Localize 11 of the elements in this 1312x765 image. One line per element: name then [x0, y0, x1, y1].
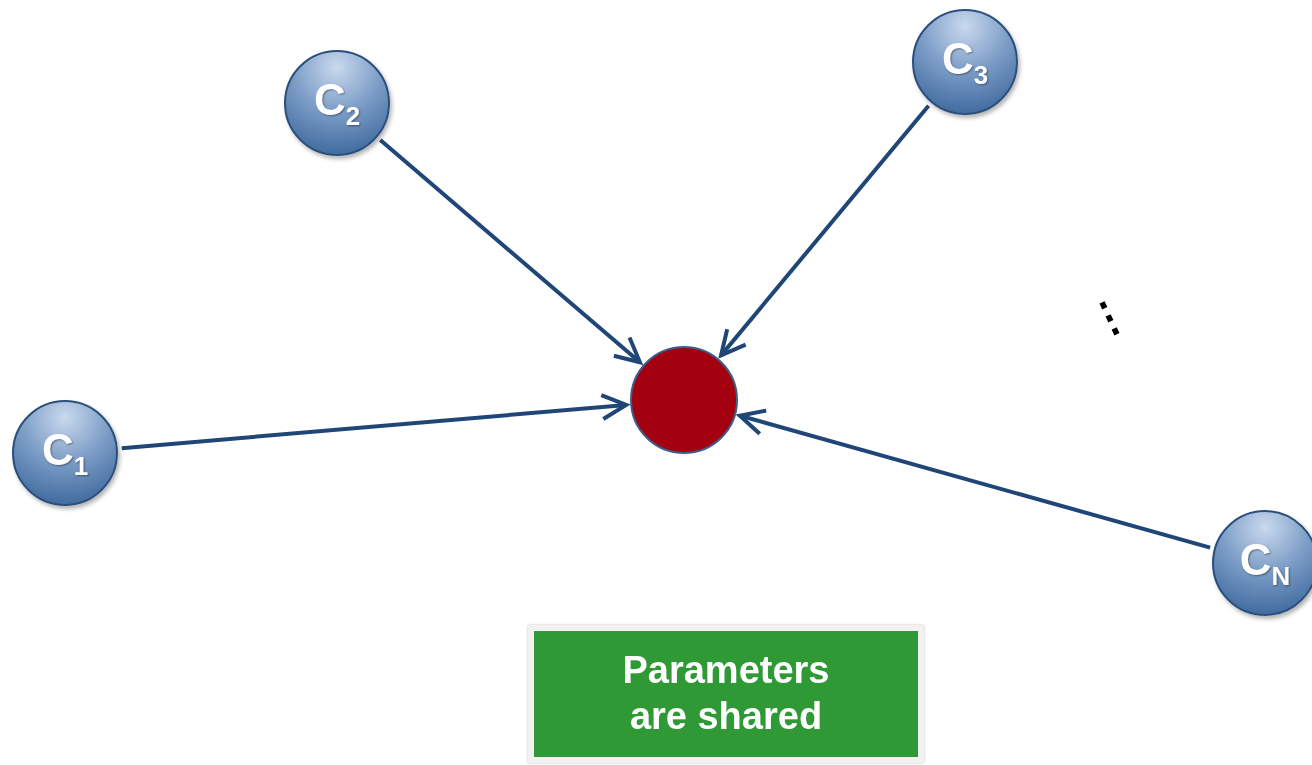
client-label: C$_{3}$ [941, 36, 989, 88]
arrow [121, 393, 629, 451]
arrow [737, 408, 1211, 550]
card-text: Parameters are shared [621, 648, 831, 739]
client-label: C$_{N}$ [1239, 537, 1291, 589]
arrow [379, 138, 642, 365]
client-label: C$_{2}$ [313, 77, 361, 129]
arrow [719, 104, 931, 358]
client-label: C$_{1}$ [41, 427, 89, 479]
note-card [528, 625, 924, 763]
ellipsis: ⋮ [1081, 289, 1137, 345]
